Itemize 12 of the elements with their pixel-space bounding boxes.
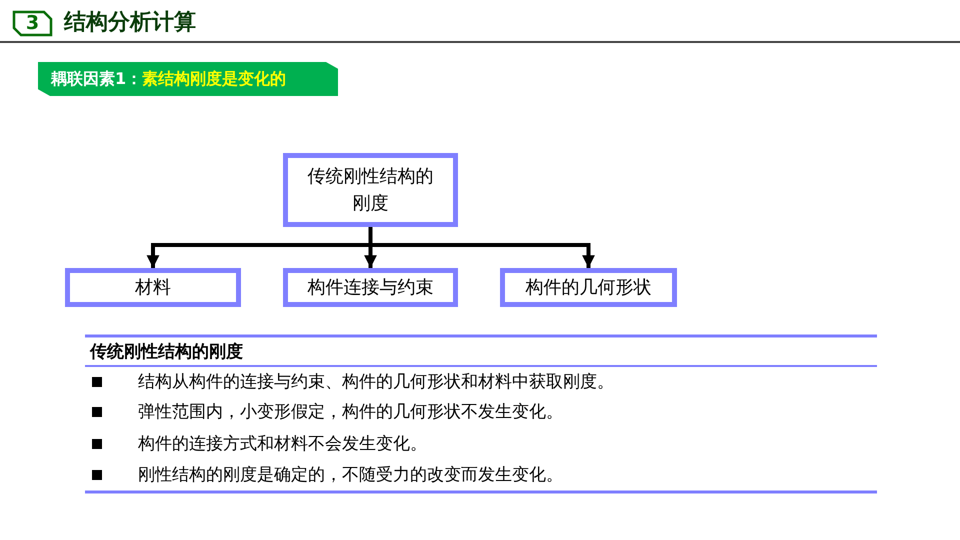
slide-title: 结构分析计算 (64, 9, 196, 37)
bullet-text: 弹性范围内，小变形假定，构件的几何形状不发生变化。 (138, 401, 563, 424)
bullet-text: 构件的连接方式和材料不会发生变化。 (138, 433, 427, 456)
concept-box: 构件连接与约束 (283, 268, 458, 307)
heading-banner: 耦联因素1：素结构刚度是变化的 (38, 62, 338, 96)
concept-box: 传统刚性结构的刚度 (283, 153, 458, 227)
bullet-text: 结构从构件的连接与约束、构件的几何形状和材料中获取刚度。 (138, 371, 614, 394)
concept-box: 构件的几何形状 (500, 268, 677, 307)
table-header: 传统刚性结构的刚度 (90, 341, 243, 364)
section-number-badge: 3 (12, 10, 53, 37)
concept-box: 材料 (65, 268, 241, 307)
bullet-text: 刚性结构的刚度是确定的，不随受力的改变而发生变化。 (138, 464, 563, 487)
